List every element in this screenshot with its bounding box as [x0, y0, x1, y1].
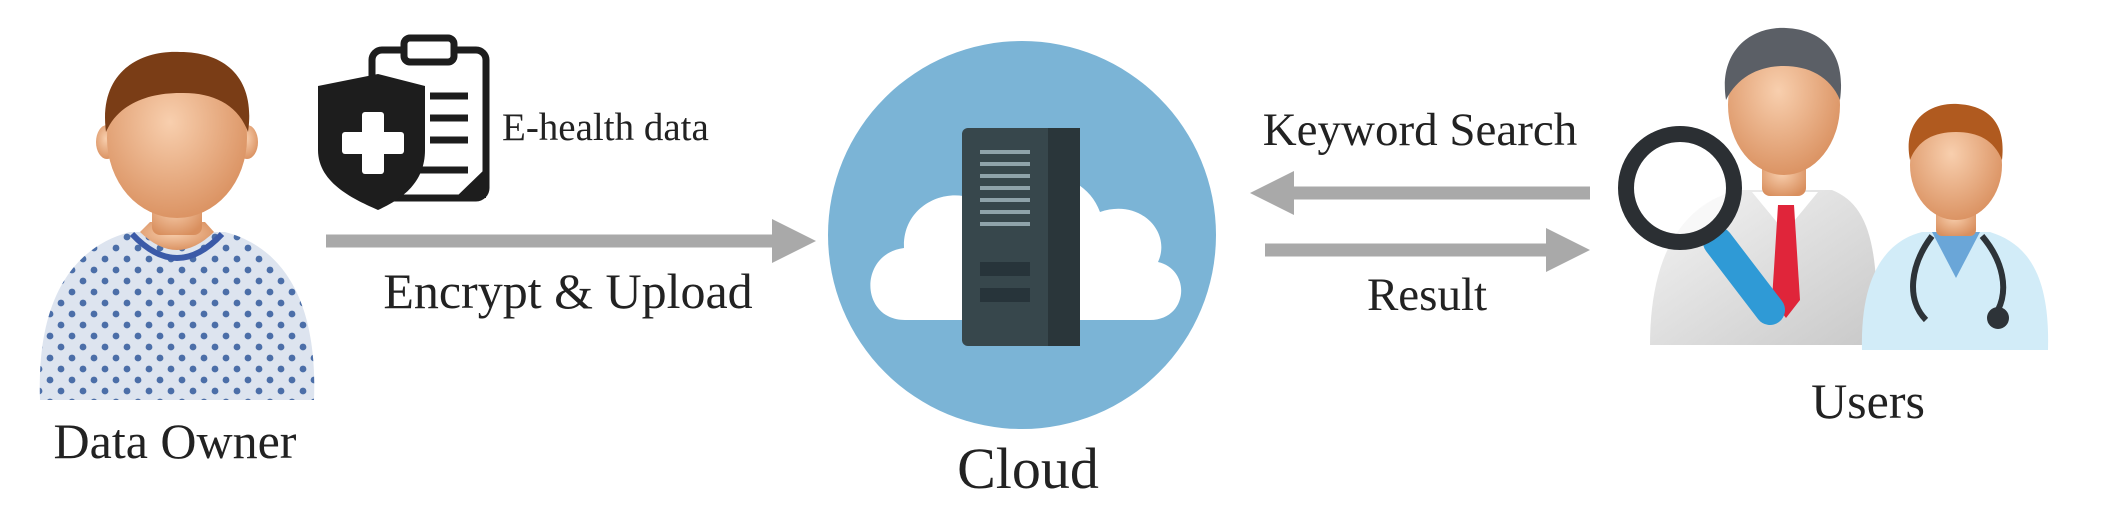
magnifier-lens — [1618, 126, 1742, 250]
server-vent-7 — [980, 222, 1030, 226]
server-vent-4 — [980, 186, 1030, 190]
users-node: Users — [1618, 27, 2049, 429]
clipboard-corner-fold — [455, 168, 486, 198]
keyword-search-label: Keyword Search — [1263, 104, 1578, 156]
owner-shirt — [39, 232, 315, 400]
searcher-tie — [1772, 205, 1800, 318]
cloud-server-icon — [828, 41, 1216, 429]
shield-cross-horizontal — [342, 132, 404, 154]
edge-keyword-search: Keyword Search — [1250, 104, 1590, 215]
server-vent-5 — [980, 198, 1030, 202]
encrypt-upload-label: Encrypt & Upload — [383, 263, 752, 319]
data-owner-label: Data Owner — [54, 413, 297, 469]
server-vent-2 — [980, 162, 1030, 166]
ehealth-data-node: E-health data — [318, 34, 709, 210]
magnifier-handle — [1703, 227, 1785, 325]
users-label: Users — [1811, 373, 1925, 429]
server-vents — [980, 150, 1030, 226]
owner-hair — [105, 51, 250, 132]
patient-avatar-icon — [39, 51, 315, 400]
medical-shield-icon — [318, 74, 425, 210]
server-vent-1 — [980, 150, 1030, 154]
searcher-hair — [1724, 27, 1842, 100]
doctor-head — [1910, 110, 2002, 220]
edge-result: Result — [1265, 228, 1590, 321]
result-label: Result — [1367, 269, 1487, 321]
server-drive-2 — [980, 288, 1030, 302]
search-arrow-head — [1250, 171, 1294, 215]
server-vent-3 — [980, 174, 1030, 178]
server-drive-1 — [980, 262, 1030, 276]
ehealth-data-label: E-health data — [502, 106, 709, 149]
data-owner-node: Data Owner — [39, 51, 315, 469]
edge-encrypt-upload: Encrypt & Upload — [326, 219, 816, 319]
doctor-hair — [1908, 103, 2003, 160]
clipboard-clip — [400, 34, 458, 66]
server-side-face — [1048, 128, 1080, 346]
doctor-avatar-icon — [1861, 103, 2049, 350]
cloud-label: Cloud — [957, 436, 1099, 501]
cloud-node: Cloud — [828, 41, 1216, 501]
server-vent-6 — [980, 210, 1030, 214]
doctor-shirt — [1932, 232, 1980, 278]
user-with-magnifier-icon — [1618, 27, 1877, 345]
owner-collar-trim — [129, 231, 225, 261]
stethoscope-bell — [1987, 307, 2009, 329]
stethoscope — [1910, 234, 2007, 323]
upload-arrow-head — [772, 219, 816, 263]
result-arrow-head — [1546, 228, 1590, 272]
